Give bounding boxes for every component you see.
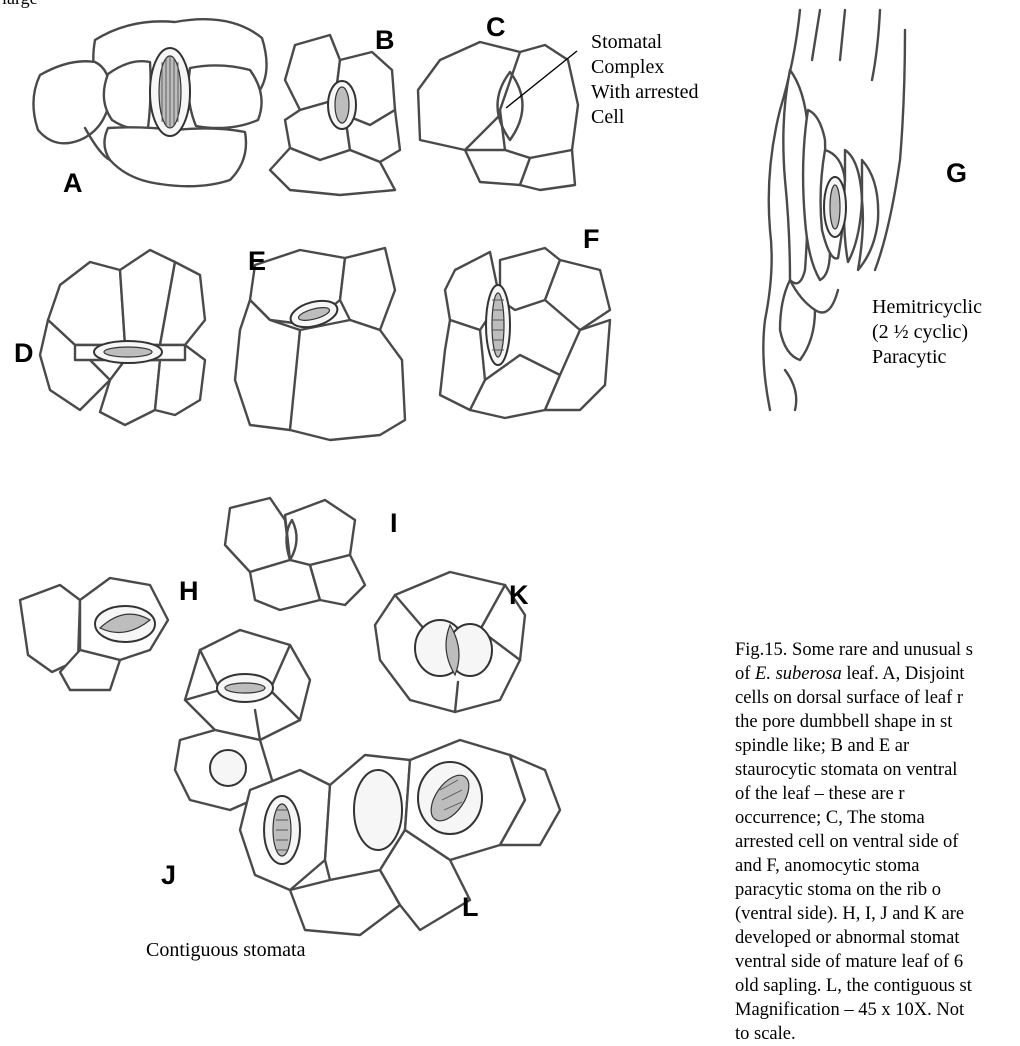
panel-label-e: E <box>248 248 266 275</box>
panel-e-drawing <box>235 248 405 440</box>
caption-line-5: spindle like; B and E ar <box>735 734 1020 758</box>
annotation-g: Hemitricyclic (2 ½ cyclic) Paracytic <box>872 295 982 370</box>
caption-line-15: old sapling. L, the contiguous st <box>735 974 1020 998</box>
annotation-c: Stomatal Complex With arrested Cell <box>591 30 698 130</box>
panel-label-f: F <box>583 226 600 253</box>
panel-b-drawing <box>270 35 400 195</box>
caption-line-1: Fig.15. Some rare and unusual s <box>735 638 1020 662</box>
annotation-g-line-1: Hemitricyclic <box>872 295 982 320</box>
caption-line-9: arrested cell on ventral side of <box>735 830 1020 854</box>
caption-line-3: cells on dorsal surface of leaf r <box>735 686 1020 710</box>
panel-label-b: B <box>375 27 395 54</box>
contiguous-stomata-label: Contiguous stomata <box>146 938 305 963</box>
panel-label-h: H <box>179 578 199 605</box>
top-fragment-text: large <box>2 0 38 11</box>
caption-line-7: of the leaf – these are r <box>735 782 1020 806</box>
figure-page: large A B C D E F G H I J K L Stomatal C… <box>0 0 1020 973</box>
panel-label-g: G <box>946 160 967 187</box>
caption-line-17: to scale. <box>735 1022 1020 1046</box>
caption-line-6: staurocytic stomata on ventral <box>735 758 1020 782</box>
caption-line-2: of E. suberosa leaf. A, Disjoint <box>735 662 1020 686</box>
caption-line-10: and F, anomocytic stoma <box>735 854 1020 878</box>
panel-label-d: D <box>14 340 34 367</box>
panel-h-drawing <box>20 578 168 690</box>
panel-f-drawing <box>440 248 610 418</box>
caption-line-16: Magnification – 45 x 10X. Not <box>735 998 1020 1022</box>
annotation-g-line-3: Paracytic <box>872 345 982 370</box>
annotation-g-line-2: (2 ½ cyclic) <box>872 320 982 345</box>
caption-line-12: (ventral side). H, I, J and K are <box>735 902 1020 926</box>
caption-line-11: paracytic stoma on the rib o <box>735 878 1020 902</box>
panel-label-j: J <box>161 862 176 889</box>
figure-caption: Fig.15. Some rare and unusual s of E. su… <box>735 638 1020 1046</box>
panel-label-c: C <box>486 14 506 41</box>
panel-l-drawing <box>240 740 560 935</box>
panel-k-drawing <box>375 572 525 712</box>
annotation-c-line-1: Stomatal <box>591 30 698 55</box>
annotation-c-line-3: With arrested <box>591 80 698 105</box>
caption-line-8: occurrence; C, The stoma <box>735 806 1020 830</box>
panel-d-drawing <box>40 250 205 425</box>
panel-i-drawing <box>225 498 365 610</box>
annotation-c-line-4: Cell <box>591 105 698 130</box>
panel-label-l: L <box>462 894 479 921</box>
caption-line-4: the pore dumbbell shape in st <box>735 710 1020 734</box>
panel-a-drawing <box>33 19 266 186</box>
panel-label-k: K <box>509 582 529 609</box>
caption-line-14: ventral side of mature leaf of 6 <box>735 950 1020 974</box>
panel-label-a: A <box>63 170 83 197</box>
caption-line-13: developed or abnormal stomat <box>735 926 1020 950</box>
panel-label-i: I <box>390 510 398 537</box>
panel-c-drawing <box>418 42 578 190</box>
annotation-c-line-2: Complex <box>591 55 698 80</box>
